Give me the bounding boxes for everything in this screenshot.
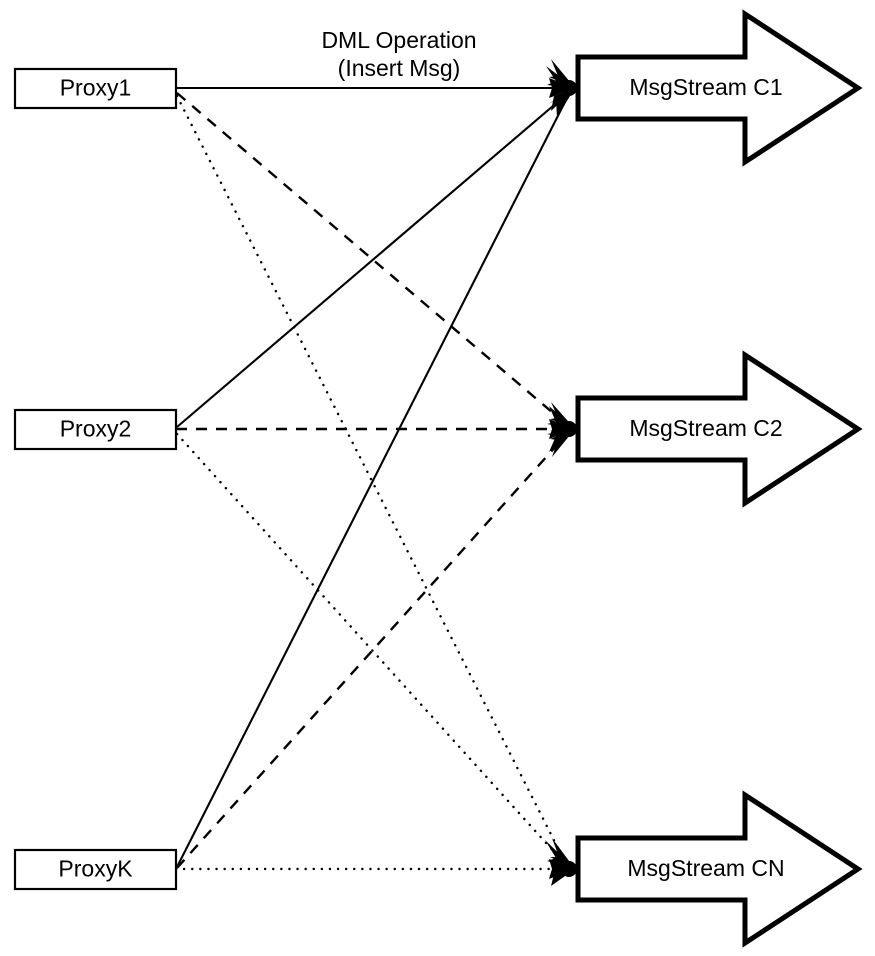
- stream-node-c1[interactable]: MsgStream C1: [575, 9, 863, 167]
- proxy-node-proxy2[interactable]: Proxy2: [13, 408, 178, 451]
- c2-label: MsgStream C2: [629, 415, 782, 441]
- proxy1-box[interactable]: [13, 67, 178, 110]
- connection-proxy1-to-c2: [176, 92, 567, 425]
- arrowhead-cluster-c2: [547, 402, 577, 457]
- connection-proxyk-to-c1: [176, 95, 569, 868]
- cn-arrow-shape[interactable]: [575, 790, 863, 948]
- proxy-node-proxy1[interactable]: Proxy1: [13, 67, 178, 110]
- proxy2-label: Proxy2: [60, 416, 132, 442]
- connection-proxy1-to-cn: [175, 94, 567, 864]
- connection-proxyk-to-c2: [176, 434, 567, 869]
- arrowhead-cluster-c1: [546, 59, 577, 117]
- proxy-node-proxyk[interactable]: ProxyK: [13, 848, 178, 891]
- connection-proxy2-to-c1: [176, 93, 568, 428]
- proxyk-label: ProxyK: [58, 856, 133, 882]
- proxy1-label: Proxy1: [60, 75, 132, 101]
- proxy2-box[interactable]: [13, 408, 178, 451]
- edge-caption-line1: DML Operation: [321, 27, 476, 53]
- stream-node-c2[interactable]: MsgStream C2: [575, 350, 863, 508]
- connection-layer: [174, 86, 569, 871]
- c1-label: MsgStream C1: [629, 74, 782, 100]
- connection-proxy2-to-cn: [175, 432, 567, 866]
- cn-label: MsgStream CN: [627, 855, 784, 881]
- edge-caption-line2: (Insert Msg): [338, 55, 461, 81]
- c2-arrow-shape[interactable]: [575, 350, 863, 508]
- stream-node-cn[interactable]: MsgStream CN: [575, 790, 863, 948]
- arrowhead-layer: [545, 59, 577, 886]
- c1-arrow-shape[interactable]: [575, 9, 863, 167]
- edge-caption-group: DML Operation (Insert Msg): [321, 27, 476, 81]
- proxyk-box[interactable]: [13, 848, 178, 891]
- arrowhead-cluster-cn: [545, 838, 577, 886]
